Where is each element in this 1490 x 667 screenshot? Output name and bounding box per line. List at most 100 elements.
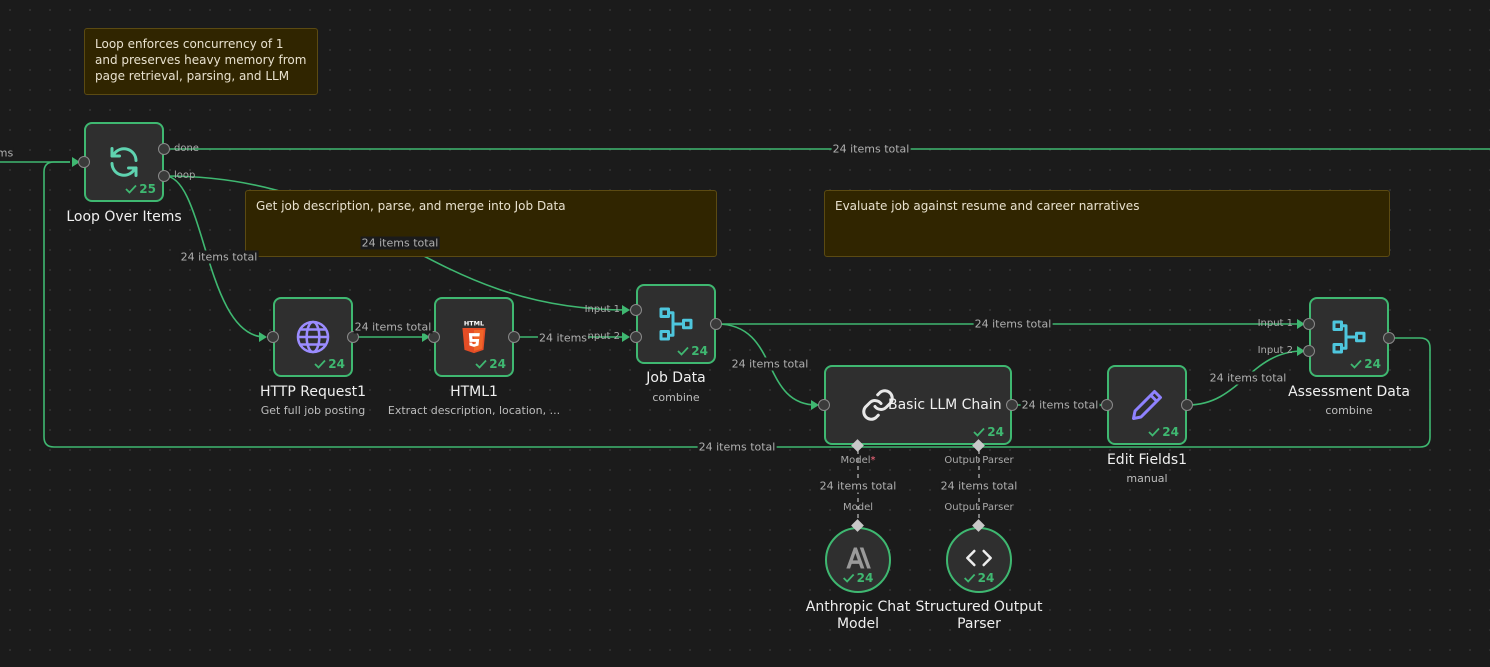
success-badge: 24 [677,344,708,358]
html5-icon: HTML [462,319,486,354]
refresh-icon [110,147,138,177]
arrow-jobdata-in1 [622,305,630,315]
anthropic-chat-model-title-line1: Anthropic Chat [805,599,911,615]
port-label-parser-top: Output Parser [944,455,1014,466]
merge-icon [1332,320,1366,354]
assessment-data-subtitle: combine [1325,404,1373,417]
port-label-loop: loop [174,170,196,181]
success-badge: 24 [314,357,345,371]
anthropic-icon [846,547,871,569]
structured-output-parser-node[interactable]: 24 [946,527,1012,593]
assessment-data-node[interactable]: 24 [1309,297,1389,377]
edge-label-jobdata-to-assessment: 24 items total [973,317,1053,331]
check-icon [475,359,487,369]
basic-llm-chain-node[interactable]: Basic LLM Chain 24 [824,365,1012,445]
edge-label-parser-link: 24 items total [939,479,1019,493]
success-badge: 24 [964,571,995,585]
success-badge: 24 [475,357,506,371]
edge-label-model-link: 24 items total [818,479,898,493]
http-request-title: HTTP Request1 [259,384,367,400]
edge-label-jobdata-to-llm: 24 items total [730,357,810,371]
success-badge: 24 [843,571,874,585]
check-icon [1148,427,1160,437]
edit-fields-title: Edit Fields1 [1106,452,1188,468]
port-label-jobdata-input2: Input 2 [584,331,620,342]
edge-label-loop-to-http: 24 items total [179,250,259,264]
edit-fields-node[interactable]: 24 [1107,365,1187,445]
port-label-assessment-input2: Input 2 [1257,345,1293,356]
port-label-done: done [174,143,199,154]
assessment-input2-handle[interactable] [1303,345,1315,357]
http-request-subtitle: Get full job posting [260,404,366,417]
port-label-assessment-input1: Input 1 [1257,318,1293,329]
run-count: 24 [691,344,708,358]
loop-over-items-node[interactable]: 25 [84,122,164,202]
basic-llm-chain-title: Basic LLM Chain [888,397,1002,413]
edit-input-handle[interactable] [1101,399,1113,411]
jobdata-output-handle[interactable] [710,318,722,330]
arrow-jobdata-in2 [622,332,630,342]
link-icon [862,389,894,421]
run-count: 24 [977,571,995,585]
llm-output-handle[interactable] [1006,399,1018,411]
job-data-title: Job Data [646,370,706,386]
arrow-assessment-in2 [1297,346,1305,356]
port-label-parser-bottom: Output Parser [944,502,1014,513]
sticky-note-eval[interactable]: Evaluate job against resume and career n… [824,190,1390,257]
html-subtitle: Extract description, location, ... [387,404,561,417]
sticky-note-job[interactable]: Get job description, parse, and merge in… [245,190,717,257]
globe-icon [296,320,330,354]
edit-output-handle[interactable] [1181,399,1193,411]
arrow-http-in [259,332,267,342]
job-data-node[interactable]: 24 [636,284,716,364]
success-badge: 24 [973,425,1004,439]
sticky-note-loop[interactable]: Loop enforces concurrency of 1 and prese… [84,28,318,95]
pen-icon [1132,390,1162,420]
edge-label-done: 24 items total [831,142,911,156]
run-count: 24 [987,425,1004,439]
edge-label-llm-to-edit: 24 items total [1020,398,1100,412]
http-input-handle[interactable] [267,331,279,343]
html-node[interactable]: HTML 24 [434,297,514,377]
sticky-note-loop-text: Loop enforces concurrency of 1 and prese… [95,37,307,83]
success-badge: 24 [1350,357,1381,371]
http-output-handle[interactable] [347,331,359,343]
assessment-input1-handle[interactable] [1303,318,1315,330]
html-input-handle[interactable] [428,331,440,343]
assessment-output-handle[interactable] [1383,332,1395,344]
merge-icon [659,307,693,341]
run-count: 24 [1162,425,1179,439]
html-output-handle[interactable] [508,331,520,343]
structured-output-parser-title-line1: Structured Output [915,599,1043,615]
loop-done-output-handle[interactable] [158,143,170,155]
jobdata-input1-handle[interactable] [630,304,642,316]
port-label-model-top: Model* [840,455,875,467]
required-marker: * [870,455,876,466]
check-icon [125,184,137,194]
loop-loop-output-handle[interactable] [158,170,170,182]
loop-input-handle[interactable] [78,156,90,168]
edge-label-http-to-html: 24 items total [353,320,433,334]
edge-label-incoming: ms [0,146,15,160]
html-title: HTML1 [450,384,498,400]
arrow-html-in [422,332,430,342]
run-count: 25 [139,182,156,196]
http-request-node[interactable]: 24 [273,297,353,377]
success-badge: 24 [1148,425,1179,439]
anthropic-chat-model-title-line2: Model [836,616,880,632]
arrow-assessment-in1 [1297,319,1305,329]
edge-label-back-to-loop: 24 items total [697,440,777,454]
model-port-text: Model [840,455,871,466]
run-count: 24 [856,571,874,585]
llm-input-handle[interactable] [818,399,830,411]
success-badge: 25 [125,182,156,196]
port-label-jobdata-input1: Input 1 [584,304,620,315]
port-label-model-bottom: Model [842,502,874,513]
check-icon [843,573,855,583]
structured-output-parser-title-line2: Parser [957,616,1001,632]
run-count: 24 [1364,357,1381,371]
jobdata-input2-handle[interactable] [630,331,642,343]
anthropic-chat-model-node[interactable]: 24 [825,527,891,593]
